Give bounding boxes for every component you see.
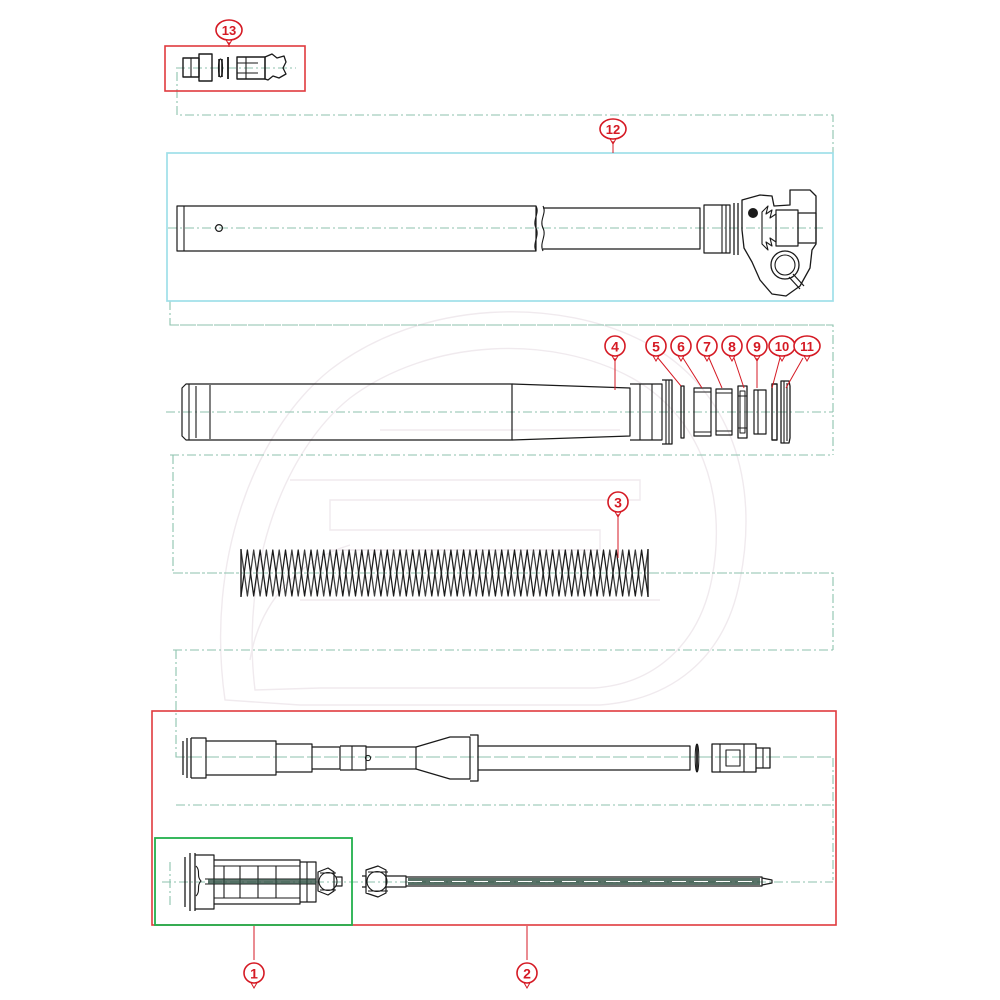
part-7-lower-bushing (715, 388, 733, 436)
part-5-washer (680, 385, 685, 439)
callout-balloon-3[interactable] (607, 491, 629, 513)
callout-number-12: 12 (606, 122, 620, 137)
callout-number-13: 13 (222, 23, 236, 38)
callout-balloon-13[interactable] (215, 19, 243, 41)
part-3-fork-spring (240, 549, 649, 597)
callout-number-6: 6 (677, 339, 685, 355)
callout-number-8: 8 (728, 339, 736, 355)
part-11-dust-cap (780, 380, 791, 444)
callout-balloon-4[interactable] (604, 335, 626, 357)
callout-number-9: 9 (753, 339, 761, 355)
callout-number-11: 11 (800, 339, 814, 354)
callout-number-10: 10 (775, 339, 789, 354)
callout-leader-11 (785, 357, 804, 389)
callout-number-4: 4 (611, 339, 619, 355)
callout-number-7: 7 (703, 339, 711, 355)
callout-leader-6 (682, 357, 703, 389)
callout-number-1: 1 (250, 966, 258, 982)
callout-balloon-12[interactable] (599, 118, 627, 140)
group-box-outer-tube (166, 152, 834, 302)
callout-leader-5 (657, 357, 682, 387)
part-2-damper-rod-lower (362, 865, 773, 898)
group-box-damper-cartridge (154, 837, 353, 926)
callout-number-2: 2 (523, 966, 531, 982)
callout-balloon-6[interactable] (670, 335, 692, 357)
part-13-top-cap-kit (182, 53, 287, 82)
callout-balloon-11[interactable] (793, 335, 821, 357)
part-12-outer-tube (176, 189, 817, 297)
callout-balloon-2[interactable] (516, 962, 538, 984)
bracket-3-to-2 (175, 650, 834, 880)
callout-leader-10 (771, 357, 781, 389)
bracket-13-to-12 (176, 72, 834, 153)
group-box-top-cap-kit (164, 45, 306, 92)
callout-balloon-1[interactable] (243, 962, 265, 984)
callout-leader-8 (733, 357, 745, 389)
part-1-damper-cartridge (184, 853, 343, 911)
spring-coil-back (240, 549, 649, 597)
part-6-upper-bushing (693, 387, 712, 437)
spring-coil-front (240, 549, 649, 597)
callout-leader-7 (708, 357, 723, 389)
callout-balloon-7[interactable] (696, 335, 718, 357)
part-2-damper-rod-upper (182, 734, 771, 782)
callout-number-5: 5 (652, 339, 660, 355)
callout-balloon-9[interactable] (746, 335, 768, 357)
callout-balloon-8[interactable] (721, 335, 743, 357)
part-10-dust-seal (771, 383, 778, 441)
part-9-retaining-clip (753, 389, 767, 435)
bracket-12-to-4 (169, 301, 834, 455)
group-box-damper-rod-assembly (151, 710, 837, 926)
callout-number-3: 3 (614, 495, 622, 511)
part-4-inner-tube (181, 379, 673, 445)
part-8-oil-seal (737, 385, 748, 439)
callout-balloon-5[interactable] (645, 335, 667, 357)
